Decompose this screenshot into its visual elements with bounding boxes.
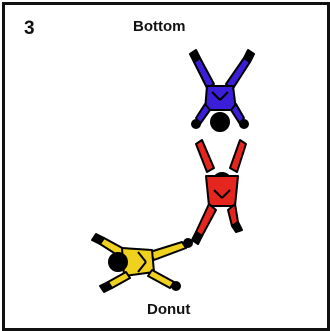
red-skydiver: [191, 139, 247, 245]
blue-skydiver: [189, 49, 255, 132]
yellow-skydiver: [91, 233, 193, 293]
step-number: 3: [24, 18, 35, 39]
label-bottom-position: Bottom: [133, 18, 186, 35]
label-donut-position: Donut: [147, 301, 191, 318]
